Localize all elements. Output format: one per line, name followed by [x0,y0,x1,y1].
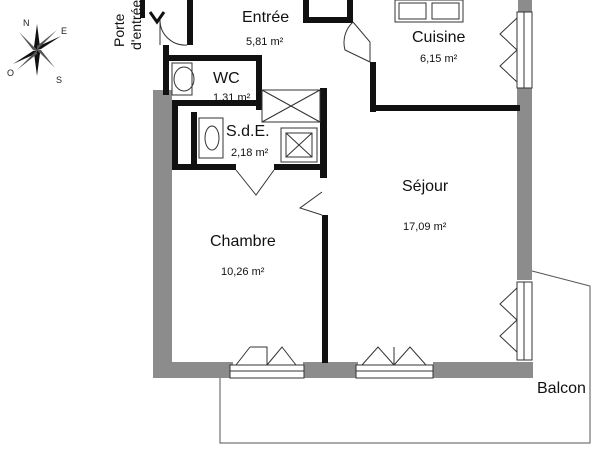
fixtures [171,0,464,163]
wall-top-b [347,0,353,22]
toilet-tank-icon [171,62,193,96]
compass-needle-ne [37,30,57,50]
shower-tray-inner [285,132,313,158]
wall-wc-top [163,55,260,61]
wall-sde-right [320,88,327,178]
compass-label-west: O [7,68,14,78]
room-area-entree: 5,81 m² [246,36,284,48]
wall-wc-right [256,55,262,110]
wall-wc-bottom [172,100,260,106]
shower-tray-icon [280,127,318,163]
wall-outer-right [517,88,532,280]
room-name-balcon: Balcon [537,380,586,397]
compass-label-north: N [23,18,30,28]
wall-entrance-right [187,0,193,45]
door-kitchen [343,21,371,63]
wall-top-bar [303,17,353,23]
room-area-cuisine: 6,15 m² [420,53,458,65]
wall-outer-left [153,90,172,375]
room-name-entree: Entrée [242,9,289,26]
wall-outer-bottom-mid [303,362,358,378]
compass-needle-north [34,24,40,50]
room-name-sejour: Séjour [402,178,449,195]
storage-cabinet-icon [261,89,321,123]
wall-kitchen-left [370,62,376,112]
kitchen-sink-bowl-right [431,2,460,20]
door-entrance [159,19,188,46]
window-chambre-casement [235,346,297,366]
wall-sde-inner [191,112,197,167]
door-sde [235,169,275,196]
doors [159,19,371,216]
compass-label-east: E [61,26,67,36]
walls [140,0,533,378]
wall-top-a [303,0,309,22]
wall-sde-left [172,106,178,166]
compass-label-south: S [56,75,62,85]
wall-kitchen-bottom [370,105,520,111]
window-kitchen-casement [499,17,518,83]
wall-entrance-jamb [140,0,145,18]
compass-needle-sw [17,50,37,70]
room-name-wc: WC [213,70,240,87]
entry-arrow-icon [148,11,166,25]
room-area-chambre: 10,26 m² [221,266,265,278]
room-area-sejour: 17,09 m² [403,221,447,233]
washbasin-icon [198,117,224,159]
compass-needle-east [37,36,61,50]
wall-outer-right-top [518,0,532,12]
room-name-sde: S.d.E. [226,123,270,140]
room-name-chambre: Chambre [210,233,276,250]
windows [229,11,533,379]
washbasin-bowl-icon [204,125,220,151]
wall-left-upper [163,45,169,95]
storage-diag-b [261,89,321,123]
wall-outer-bottom-right [433,362,533,378]
wall-chambre-sejour [322,215,328,363]
room-area-sde: 2,18 m² [231,147,269,159]
shower-diag-b [285,132,313,158]
window-right-casement [499,287,518,353]
compass-needle-se [37,50,55,68]
wall-outer-bottom-left [153,362,233,378]
wall-sde-bottom-b [274,164,326,170]
toilet-bowl-icon [173,66,195,92]
compass-needle-west [13,50,37,64]
compass-needle-nw [19,32,37,50]
compass-needle-south [34,50,40,76]
kitchen-sink-icon [394,0,464,23]
entrance-label-line1: Porte [111,13,127,47]
wall-sde-bottom-a [172,164,236,170]
kitchen-sink-bowl-left [398,2,427,20]
room-name-cuisine: Cuisine [412,29,465,46]
compass-rose-icon: N E S O [7,18,67,85]
window-sejour-casement [361,346,427,366]
door-chambre [298,191,323,216]
balcony-outline [219,270,591,444]
room-area-wc: 1,31 m² [213,92,251,104]
